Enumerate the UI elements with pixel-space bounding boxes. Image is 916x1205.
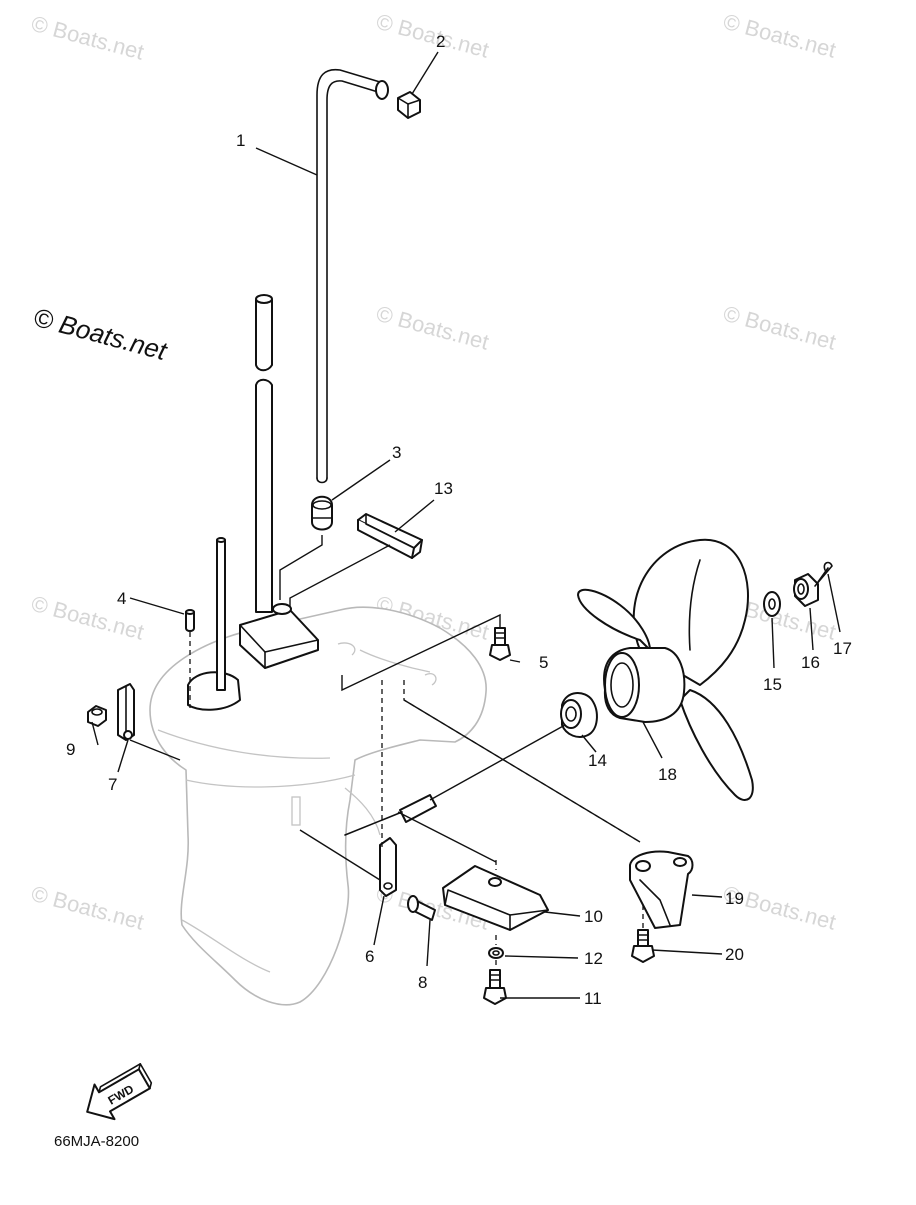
fwd-arrow: FWD (86, 1063, 153, 1121)
strip (357, 513, 423, 559)
bolt-11 (483, 969, 507, 1005)
washer-15 (763, 591, 781, 617)
watermark: © Boats.net (374, 9, 492, 63)
trim-tab-19 (629, 850, 694, 929)
callout-8: 8 (418, 973, 427, 992)
callout-15: 15 (763, 675, 782, 694)
grommet (397, 91, 421, 119)
callout-5: 5 (539, 653, 548, 672)
callout-13: 13 (434, 479, 453, 498)
housing-top (187, 603, 319, 711)
watermark: © Boats.net (29, 591, 147, 645)
watermark: © Boats.net (29, 11, 147, 65)
propeller-18 (577, 538, 754, 801)
callout-3: 3 (392, 443, 401, 462)
washer-12 (488, 947, 504, 959)
anode-10 (442, 865, 549, 931)
water-tube (316, 68, 389, 484)
callout-4: 4 (117, 589, 126, 608)
watermark-main: © Boats.net (30, 302, 171, 367)
spacer-14 (560, 692, 598, 738)
callout-10: 10 (584, 907, 603, 926)
leader-lines (91, 51, 841, 999)
callout-9: 9 (66, 740, 75, 759)
shift-rod (216, 537, 226, 691)
callout-12: 12 (584, 949, 603, 968)
callout-7: 7 (108, 775, 117, 794)
callout-2: 2 (436, 32, 445, 51)
bolt-5 (489, 627, 511, 661)
dowel-pin (185, 609, 195, 708)
screw-8 (407, 895, 436, 921)
guide-lines (129, 535, 641, 881)
drive-shaft (255, 294, 273, 613)
nut-9 (87, 705, 107, 727)
watermark: © Boats.net (721, 9, 839, 63)
callout-14: 14 (588, 751, 607, 770)
callout-18: 18 (658, 765, 677, 784)
propeller-shaft (344, 794, 437, 836)
callouts: 1 2 3 4 5 6 7 8 9 10 11 12 13 14 15 16 1… (66, 32, 852, 1008)
bolt-20 (631, 929, 655, 963)
callout-19: 19 (725, 889, 744, 908)
watermark: © Boats.net (374, 301, 492, 355)
lower-casing (149, 606, 487, 1006)
plate-6 (379, 837, 397, 897)
diagram-code: 66MJA-8200 (54, 1133, 139, 1150)
callout-16: 16 (801, 653, 820, 672)
tube-seal (311, 495, 333, 531)
cotter-pin-17 (814, 561, 833, 587)
prop-nut-16 (793, 573, 819, 607)
watermark: © Boats.net (721, 301, 839, 355)
callout-20: 20 (725, 945, 744, 964)
callout-1: 1 (236, 131, 245, 150)
watermark: © Boats.net (29, 881, 147, 935)
watermarks: © Boats.net © Boats.net © Boats.net © Bo… (29, 9, 839, 935)
callout-11: 11 (584, 989, 602, 1008)
callout-17: 17 (833, 639, 852, 658)
bracket-7 (117, 683, 135, 741)
callout-6: 6 (365, 947, 374, 966)
